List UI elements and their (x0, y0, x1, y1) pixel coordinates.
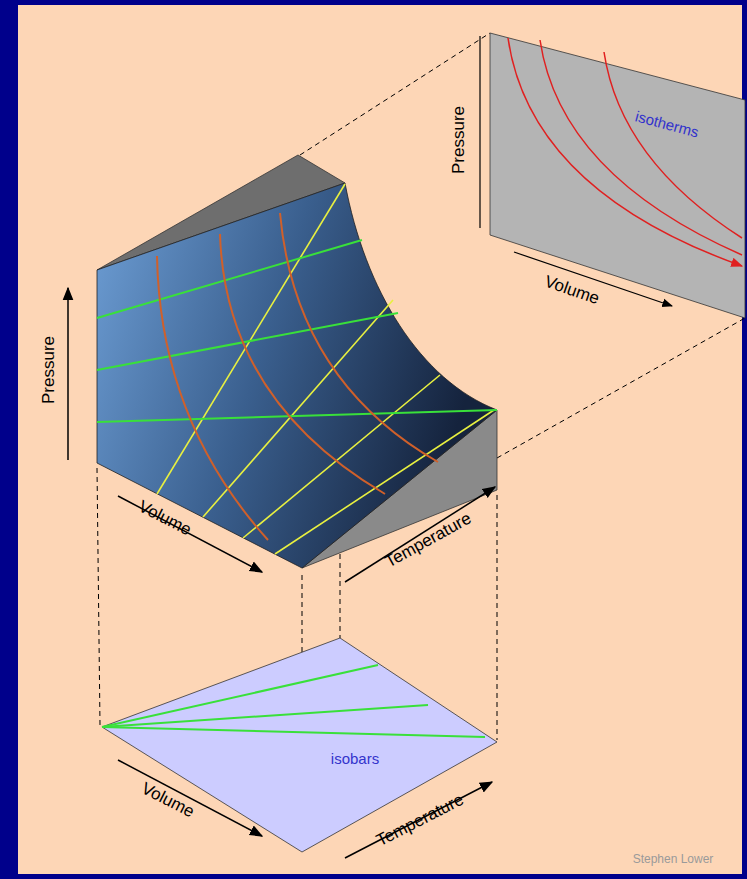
volume-axis-arrow (118, 496, 262, 572)
isotherm-curve (540, 40, 742, 255)
isobar-line (102, 705, 428, 727)
guide-line (97, 468, 100, 725)
axis-label: Pressure (40, 336, 57, 404)
isochore-line (157, 184, 345, 494)
isobar-lines-base (102, 665, 485, 737)
guide-line (497, 495, 498, 740)
isotherm-lines (157, 213, 438, 540)
isotherm-curve (604, 52, 742, 238)
guide-line (340, 545, 341, 638)
vt-plane (102, 638, 497, 852)
axis-label: Pressure (450, 106, 467, 174)
pv-pressure-axis (479, 36, 480, 228)
pvt-surface (97, 183, 497, 568)
isochore-lines (157, 184, 494, 554)
watermark: Stephen Lower (633, 853, 714, 865)
isochore-line (243, 375, 440, 538)
isotherm-line (220, 234, 385, 494)
isobar-line (97, 313, 398, 370)
isotherm-line (280, 213, 438, 462)
isobar-line (102, 727, 485, 737)
isotherm-curve (508, 38, 742, 266)
pressure-axis-arrow (67, 288, 69, 460)
pv-plane (490, 33, 745, 318)
base-volume-arrow (118, 760, 262, 836)
base-temperature-arrow (345, 782, 492, 858)
isotherm-curves (508, 38, 742, 266)
guide-line (497, 318, 745, 458)
isochore-line (275, 410, 494, 554)
isotherm-line (157, 256, 268, 540)
temperature-axis-arrow (345, 487, 495, 582)
isobar-line (97, 410, 497, 422)
curve-label: isobars (331, 751, 379, 766)
